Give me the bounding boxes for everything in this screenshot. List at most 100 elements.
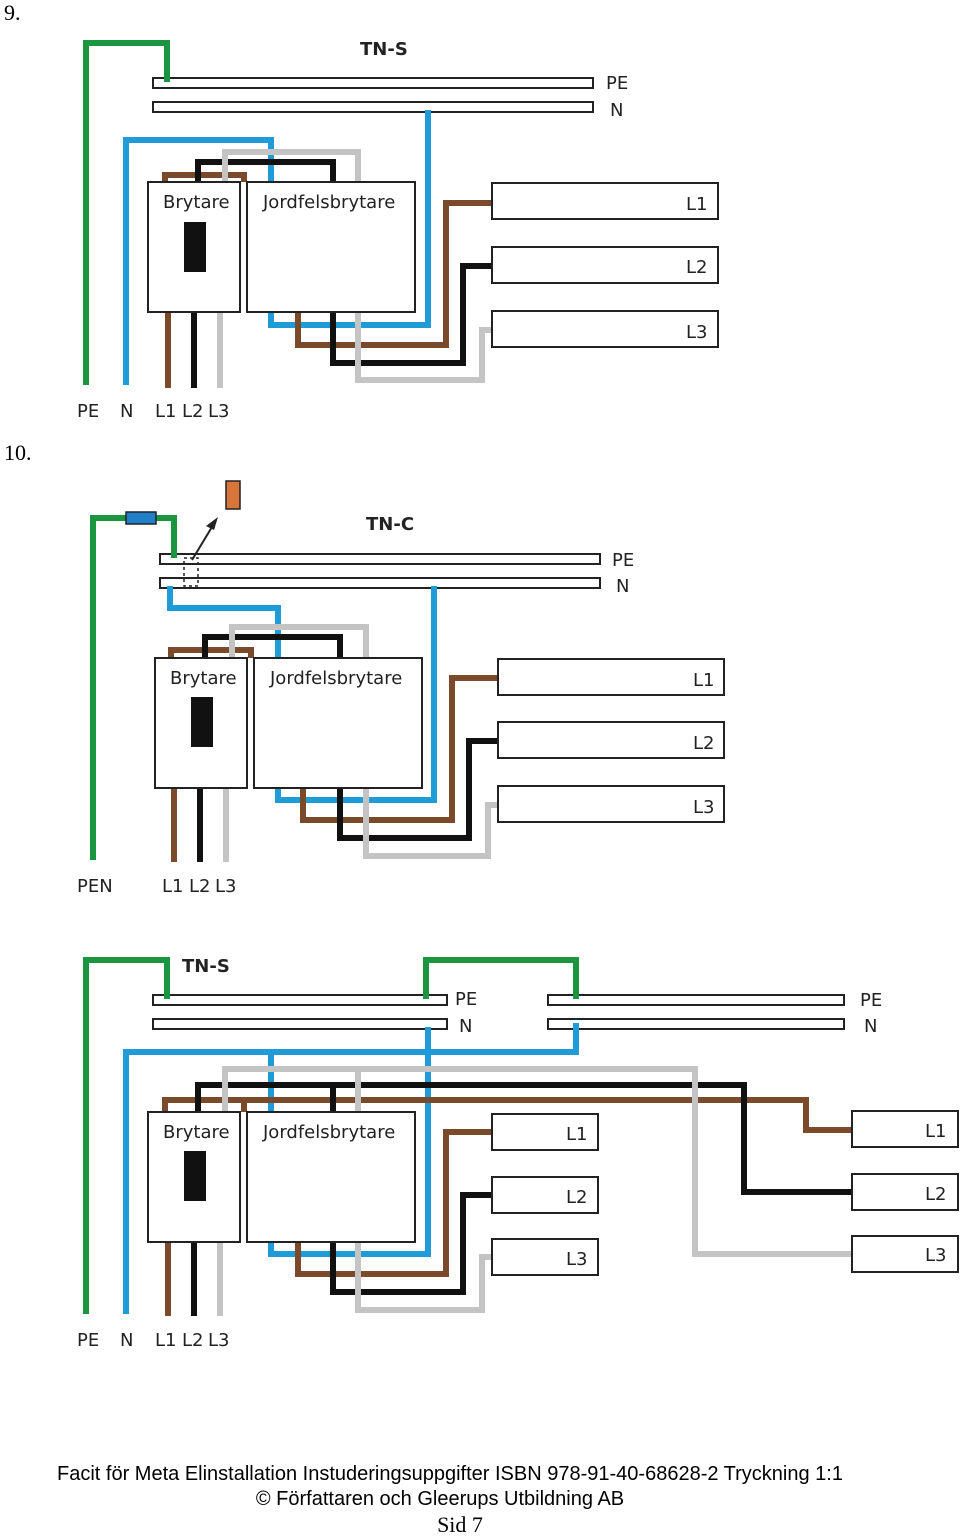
- n-bus-label: N: [616, 576, 629, 597]
- pe-bus-label: PE: [612, 550, 634, 571]
- pe-bus-label-right: PE: [860, 990, 882, 1011]
- n-wire-in: [167, 586, 281, 658]
- l3-feed-right: [222, 1066, 852, 1257]
- n-bus-label-left: N: [459, 1016, 472, 1037]
- load-label-l1-right: L1: [925, 1121, 946, 1142]
- pe-busbar: [152, 77, 594, 89]
- pe-bus-label-left: PE: [455, 989, 477, 1010]
- load-label-l1: L1: [693, 670, 714, 691]
- bottom-label-pen: PEN: [77, 876, 113, 897]
- load-label-l2: L2: [693, 733, 714, 754]
- rcd-box: [253, 657, 423, 789]
- diagram-tn-c: TN-C PE N Brytare Jordfelsbrytar: [77, 480, 725, 897]
- pe-busbar-right: [547, 994, 845, 1006]
- footer-copyright: © Författaren och Gleerups Utbildning AB: [255, 1488, 625, 1510]
- pe-wire: [83, 957, 170, 1314]
- load-l1: [491, 182, 719, 220]
- load-l3-left: [491, 1238, 599, 1276]
- rcd-label: Jordfelsbrytare: [262, 192, 395, 213]
- l1-bridge: [162, 172, 247, 182]
- n-busbar-left: [152, 1018, 448, 1030]
- load-l2: [491, 246, 719, 284]
- l1-out: [300, 675, 498, 823]
- breaker-label: Brytare: [163, 192, 230, 213]
- n-busbar-right: [547, 1018, 845, 1030]
- n-wire-out: [275, 586, 437, 803]
- breaker-label: Brytare: [170, 668, 237, 689]
- n-bus-label: N: [610, 100, 623, 121]
- l3-out: [355, 312, 492, 383]
- n-busbar: [152, 101, 594, 113]
- load-l1: [497, 658, 725, 696]
- l3-bridge: [222, 149, 361, 182]
- bottom-label-l1: L1: [155, 401, 176, 422]
- load-l1-left: [491, 1113, 599, 1151]
- breaker-box: [154, 657, 248, 789]
- pe-wire: [83, 40, 170, 385]
- l2-bridge: [202, 634, 343, 658]
- rcd-label: Jordfelsbrytare: [262, 1122, 395, 1143]
- connector-icon: [125, 511, 157, 525]
- wiring-diagrams: TN-S PE N Brytare Jordfelsbrytare: [77, 39, 959, 1351]
- pe-busbar-left: [152, 994, 448, 1006]
- bottom-label-n: N: [120, 1330, 133, 1351]
- bottom-label-pe: PE: [77, 1330, 99, 1351]
- load-label-l3: L3: [693, 797, 714, 818]
- bottom-label-l2: L2: [182, 1330, 203, 1351]
- load-l3: [491, 310, 719, 348]
- page-number: Sid 7: [437, 1512, 483, 1537]
- system-label: TN-C: [366, 514, 414, 535]
- load-label-l1: L1: [686, 194, 707, 215]
- breaker-label: Brytare: [163, 1122, 230, 1143]
- n-wire-in: [123, 1023, 579, 1314]
- bottom-label-l3: L3: [215, 876, 236, 897]
- fuse-icon: [225, 480, 241, 510]
- bottom-label-l3: L3: [208, 401, 229, 422]
- l1-out: [295, 200, 492, 348]
- load-label-l3-right: L3: [925, 1245, 946, 1266]
- l2-bridge: [195, 159, 336, 182]
- l2-out: [337, 738, 498, 841]
- rcd-box: [246, 181, 416, 313]
- load-l2: [497, 721, 725, 759]
- pe-bus-label: PE: [606, 73, 628, 94]
- load-l3-right: [851, 1235, 959, 1273]
- load-label-l3: L3: [686, 322, 707, 343]
- l2-feed-right: [195, 1082, 852, 1195]
- load-l3: [497, 785, 725, 823]
- load-l2-right: [851, 1173, 959, 1211]
- bottom-label-l1: L1: [155, 1330, 176, 1351]
- diagram-tn-s-top: TN-S PE N Brytare Jordfelsbrytare: [77, 39, 719, 422]
- n-busbar: [159, 577, 601, 589]
- question-number-9: 9.: [4, 0, 21, 25]
- system-label: TN-S: [360, 39, 408, 60]
- system-label: TN-S: [182, 956, 230, 977]
- load-l1-right: [851, 1110, 959, 1148]
- question-number-10: 10.: [4, 440, 32, 465]
- l3-out: [363, 788, 498, 859]
- bottom-label-n: N: [120, 401, 133, 422]
- load-label-l3-left: L3: [566, 1249, 587, 1270]
- load-label-l1-left: L1: [566, 1124, 587, 1145]
- load-label-l2-right: L2: [925, 1184, 946, 1205]
- n-wire-out: [268, 110, 431, 328]
- l1-feed-right: [162, 1097, 852, 1133]
- rcd-label: Jordfelsbrytare: [269, 668, 402, 689]
- bottom-label-l2: L2: [189, 876, 210, 897]
- l1-out: [295, 1129, 492, 1277]
- bottom-label-l3: L3: [208, 1330, 229, 1351]
- n-wire-out: [268, 1027, 431, 1257]
- l3-bridge: [229, 624, 369, 658]
- load-l2-left: [491, 1176, 599, 1214]
- l2-out: [330, 1192, 492, 1295]
- breaker-toggle: [184, 1151, 206, 1201]
- n-bus-label-right: N: [864, 1016, 877, 1037]
- rcd-box: [246, 1111, 416, 1243]
- pe-busbar: [159, 553, 601, 565]
- load-label-l2-left: L2: [566, 1187, 587, 1208]
- bottom-label-l1: L1: [162, 876, 183, 897]
- l1-bridge: [168, 647, 254, 658]
- arrow-head-icon: [206, 517, 218, 530]
- pe-link-wire: [423, 957, 579, 999]
- pen-link: [183, 557, 199, 587]
